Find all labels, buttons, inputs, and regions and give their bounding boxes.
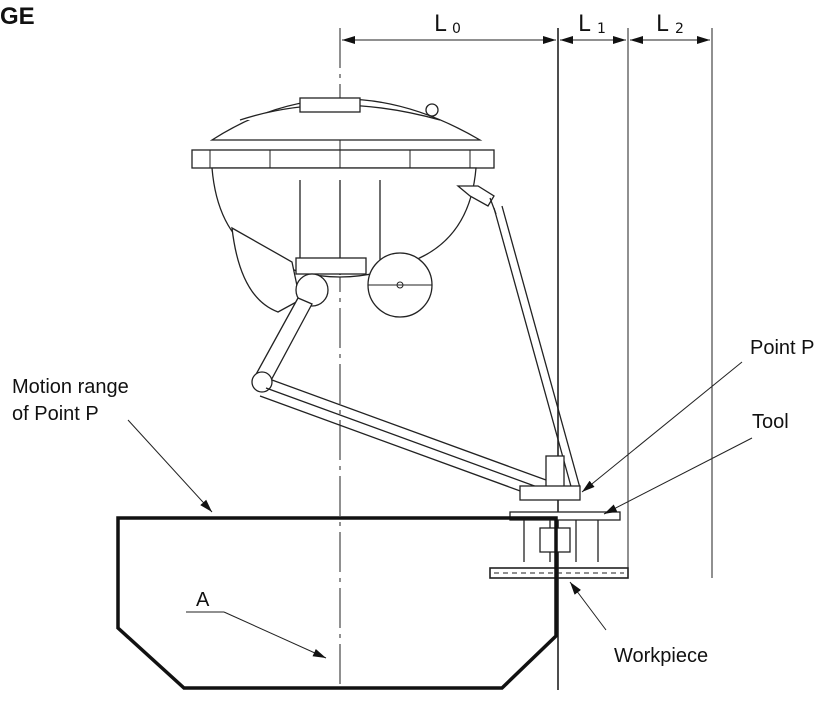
callout-tool: Tool: [752, 411, 789, 433]
tool-plate: [509, 511, 621, 521]
robot-elbow-left: [251, 371, 273, 393]
dimension-sub-l2: 2: [675, 21, 684, 37]
leader-motion-range: [127, 419, 213, 513]
robot-end-effector: [509, 455, 621, 562]
robot-joint-left: [295, 273, 329, 307]
robot-mounting-flange: [191, 149, 495, 169]
callout-workpiece: Workpiece: [614, 645, 708, 667]
leader-tool: [603, 437, 753, 515]
robot-cover-handle: [299, 97, 361, 113]
robot-forearm-left: [259, 379, 547, 497]
dimension-label-l2: L: [656, 12, 669, 37]
tool-moving-platform: [519, 485, 581, 501]
robot-forearm-right: [493, 205, 581, 491]
dimension-sub-l0: 0: [452, 21, 461, 37]
robot-base: [191, 97, 495, 318]
callout-axis-a: A: [196, 589, 210, 611]
robot-eyebolt-icon: [425, 103, 439, 117]
robot-motor-mount: [295, 257, 367, 275]
robot-left-lobe: [231, 226, 301, 313]
workpiece-outline: [489, 567, 629, 579]
callout-point-p: Point P: [750, 337, 814, 359]
tool-cylinder: [545, 455, 565, 491]
callout-motion-range-line2: of Point P: [12, 403, 99, 425]
leader-axis-a: [223, 611, 327, 659]
leader-workpiece: [569, 581, 607, 631]
dimension-label-l1: L: [578, 12, 591, 37]
section-heading: GE: [0, 3, 35, 30]
robot-housing: [211, 167, 477, 278]
motion-range-boundary: [116, 516, 558, 690]
callout-motion-range-line1: Motion range: [12, 376, 129, 398]
dimension-label-l0: L: [434, 12, 447, 37]
leader-point-p: [581, 361, 743, 493]
dimension-sub-l1: 1: [597, 21, 606, 37]
